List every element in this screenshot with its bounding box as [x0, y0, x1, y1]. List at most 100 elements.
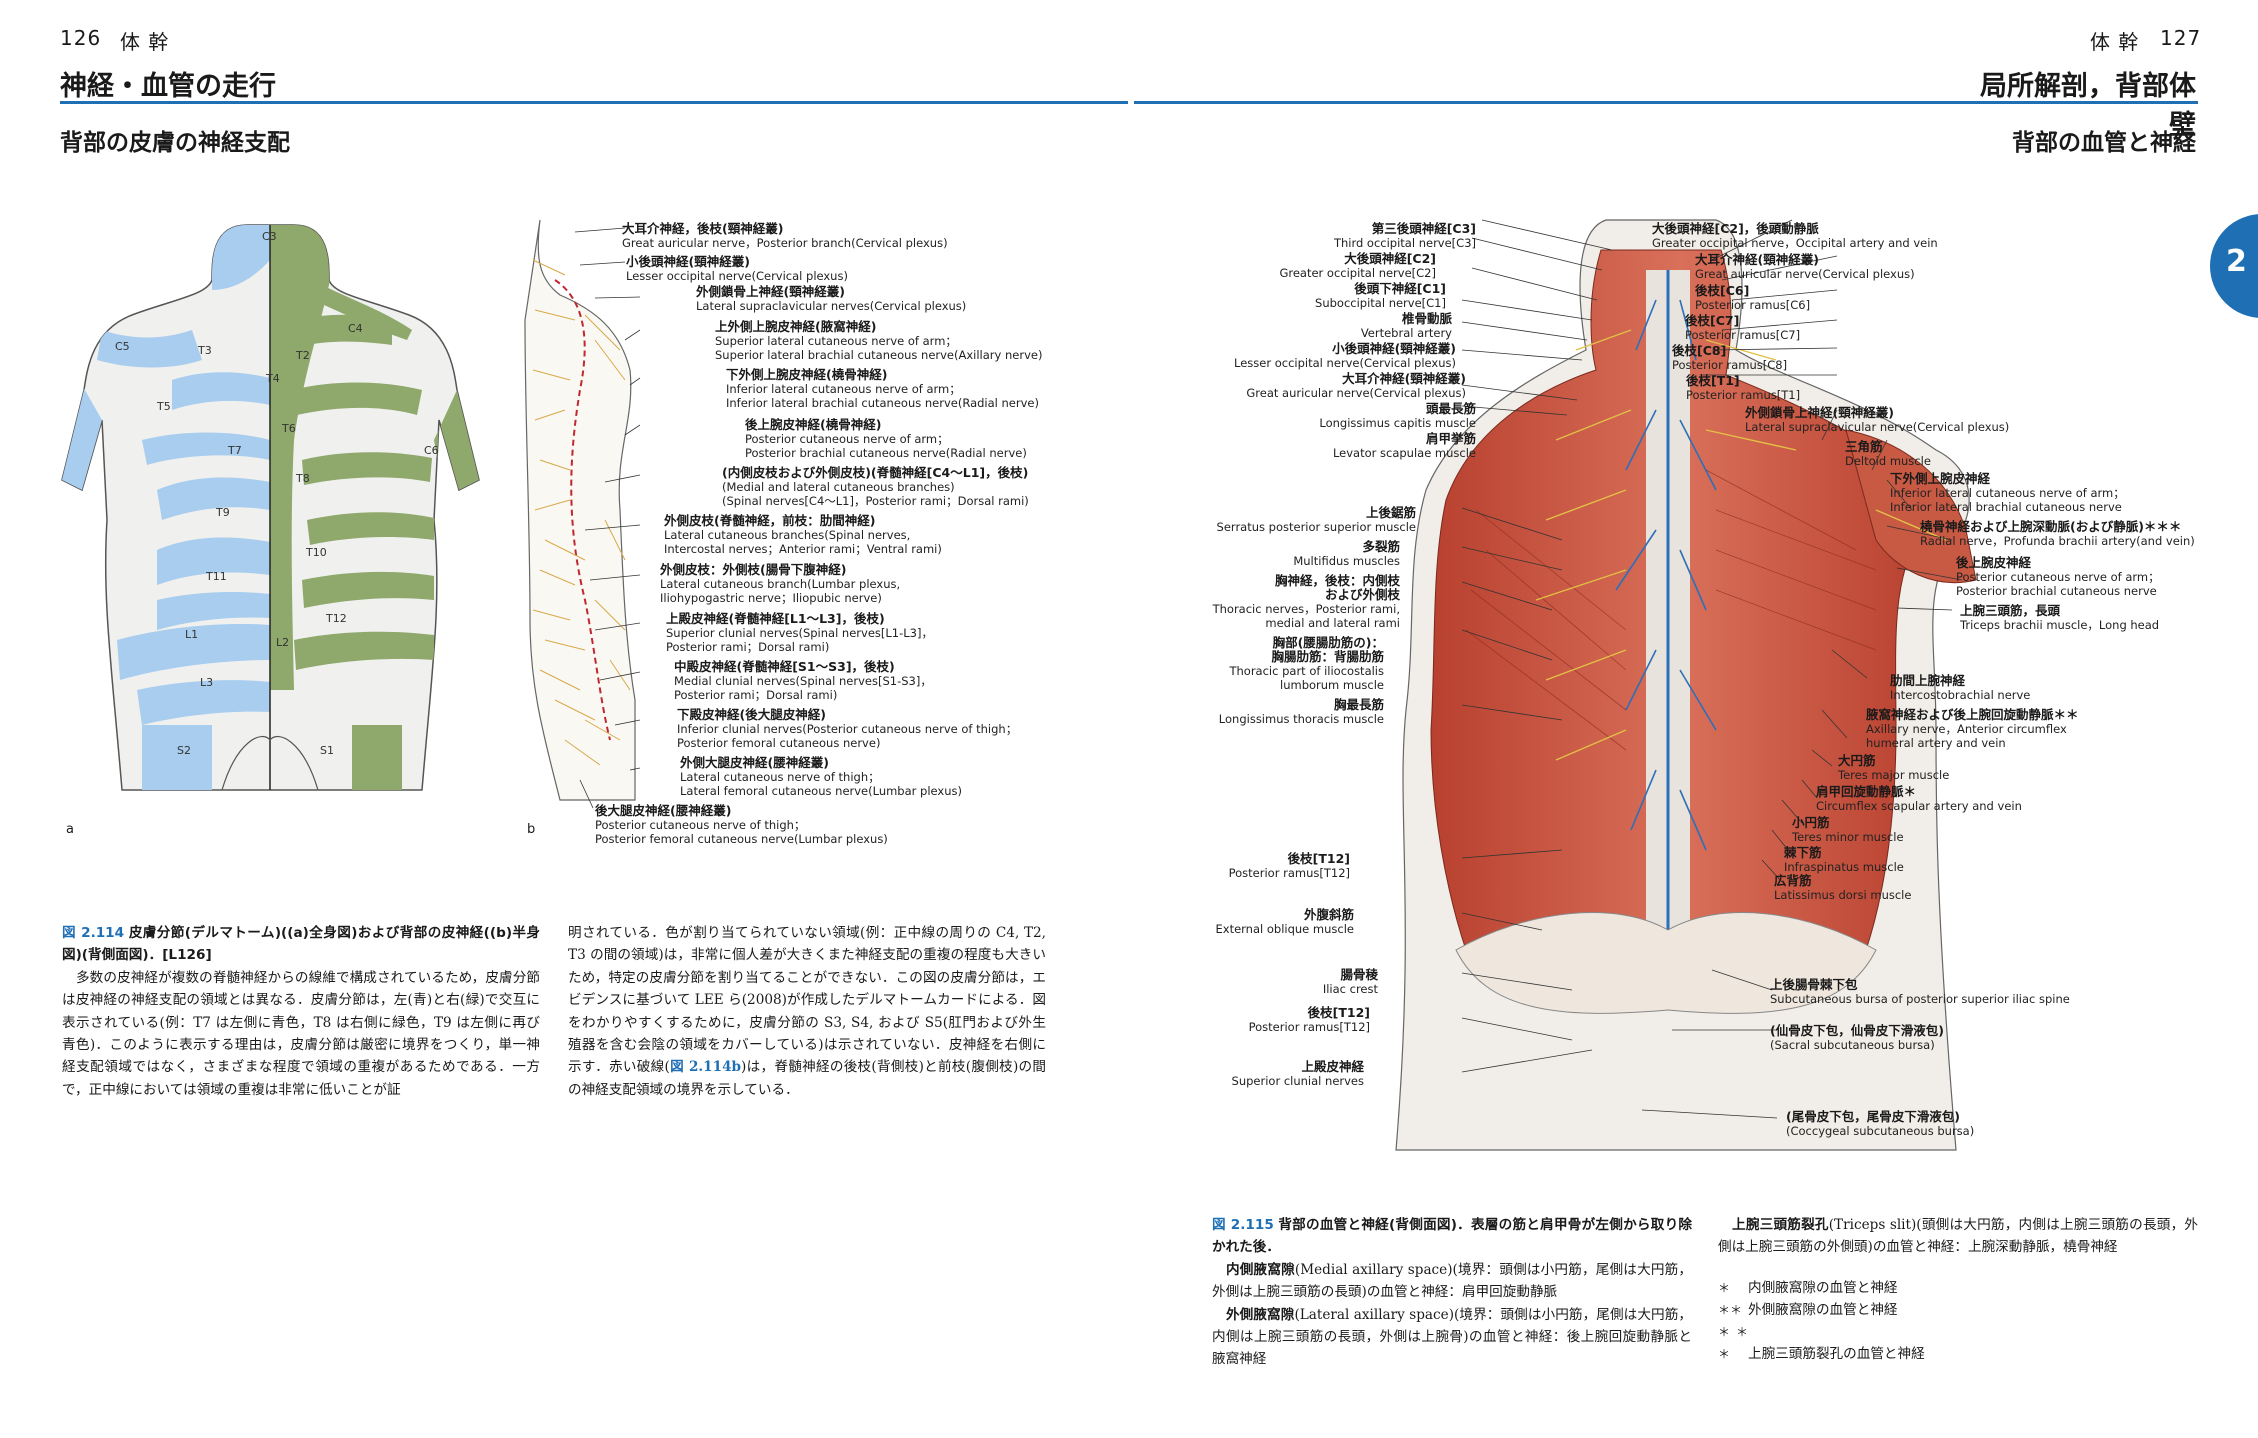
right-running-title: 体 幹	[2090, 30, 2140, 54]
dermatome-label: T12	[326, 612, 347, 625]
nerve-label: 後上腕皮神経(橈骨神経)Posterior cutaneous nerve of…	[745, 417, 1027, 461]
anatomy-label: (尾骨皮下包，尾骨皮下滑液包)(Coccygeal subcutaneous b…	[1786, 1109, 1975, 1139]
anatomy-label: 後枝[T1]Posterior ramus[T1]	[1686, 373, 1801, 403]
anatomy-label: 後枝[T12]Posterior ramus[T12]	[1228, 851, 1350, 881]
dermatome-label: T3	[198, 344, 212, 357]
dermatome-label: C6	[424, 444, 439, 457]
dermatome-label: T7	[228, 444, 242, 457]
nerve-label: 下外側上腕皮神経(橈骨神経)Inferior lateral cutaneous…	[726, 367, 1039, 411]
right-page-number: 127	[2160, 26, 2202, 50]
anatomy-label: 第三後頭神経[C3]Third occipital nerve[C3]	[1333, 221, 1476, 251]
dermatome-figure	[61, 224, 480, 791]
dermatome-label: C3	[262, 230, 277, 243]
cutaneous-nerve-leaders	[574, 227, 641, 809]
back-anatomy-leaders	[1461, 219, 1963, 1119]
anatomy-label: 後頭下神経[C1]Suboccipital nerve[C1]	[1315, 281, 1446, 311]
caption-2-115-col1: 図 2.115 背部の血管と神経(背側面図)．表層の筋と肩甲骨が左側から取り除か…	[1212, 1217, 1693, 1368]
caption-2-115-col2: 上腕三頭筋裂孔(Triceps slit)(頭側は大円筋，内側は上腕三頭筋の長頭…	[1718, 1214, 2198, 1365]
dermatome-label: T8	[296, 472, 310, 485]
dermatome-label: T5	[157, 400, 171, 413]
anatomy-label: 肩甲回旋動静脈＊Circumflex scapular artery and v…	[1816, 784, 2022, 814]
left-title-rule	[60, 101, 1128, 104]
nerve-label: 上殿皮神経(脊髄神経[L1～L3]，後枝)Superior clunial ne…	[666, 611, 933, 655]
back-anatomy-figure	[1395, 219, 1977, 1151]
dermatome-label: L1	[185, 628, 199, 641]
left-running-title: 体 幹	[120, 30, 170, 54]
nerve-label: 後大腿皮神経(腰神経叢)Posterior cutaneous nerve of…	[595, 803, 888, 847]
dermatome-label: C4	[348, 322, 363, 335]
footnote: ＊内側腋窩隙の血管と神経	[1718, 1279, 1898, 1296]
nerve-label: 下殿皮神経(後大腿皮神経)Inferior clunial nerves(Pos…	[677, 707, 1018, 751]
anatomy-label: 後枝[C8]Posterior ramus[C8]	[1672, 343, 1788, 373]
nerve-label: 大耳介神経，後枝(頸神経叢)Great auricular nerve，Post…	[622, 221, 948, 251]
right-page-title: 局所解剖，背部体壁	[1980, 71, 2196, 141]
anatomy-label: 後枝[T12]Posterior ramus[T12]	[1248, 1005, 1370, 1035]
panel-label-b: b	[527, 822, 536, 837]
anatomy-label: (仙骨皮下包，仙骨皮下滑液包)(Sacral subcutaneous burs…	[1770, 1023, 1944, 1053]
right-page-subtitle: 背部の血管と神経	[2012, 130, 2196, 156]
dermatome-label: T6	[282, 422, 296, 435]
anatomy-label: 後枝[C7]Posterior ramus[C7]	[1685, 313, 1801, 343]
nerve-label: 外側皮枝：外側枝(腸骨下腹神経)Lateral cutaneous branch…	[660, 562, 901, 606]
nerve-label: 小後頭神経(頸神経叢)Lesser occipital nerve(Cervic…	[626, 254, 848, 284]
nerve-label: 上外側上腕皮神経(腋窩神経)Superior lateral cutaneous…	[715, 319, 1043, 363]
nerve-label: (内側皮枝および外側皮枝)(脊髄神経[C4～L1]，後枝)(Medial and…	[722, 465, 1029, 509]
dermatome-label: T10	[306, 546, 327, 559]
caption-2-114-col2: 明されている．色が割り当てられていない領域(例：正中線の周りの C4, T2, …	[568, 925, 1046, 1098]
figure-link[interactable]: 図 2.114b	[669, 1059, 742, 1076]
nerve-label: 外側大腿皮神経(腰神経叢)Lateral cutaneous nerve of …	[680, 755, 962, 799]
nerve-label: 外側皮枝(脊髄神経，前枝：肋間神経)Lateral cutaneous bran…	[664, 513, 942, 557]
caption-2-114-col1: 図 2.114 皮膚分節(デルマトーム)((a)全身図)および背部の皮神経((b…	[62, 925, 540, 1098]
dermatome-label: T9	[216, 506, 230, 519]
anatomy-label: 橈骨神経および上腕深動脈(および静脈)＊＊＊Radial nerve，Profu…	[1920, 519, 2195, 549]
anatomy-label: 小後頭神経(頸神経叢)Lesser occipital nerve(Cervic…	[1234, 341, 1456, 371]
anatomy-label: 後枝[C6]Posterior ramus[C6]	[1695, 283, 1811, 313]
anatomy-label: 大耳介神経(頸神経叢)Great auricular nerve(Cervica…	[1695, 252, 1915, 282]
dermatome-label: L3	[200, 676, 214, 689]
footnote: ＊＊＊上腕三頭筋裂孔の血管と神経	[1718, 1324, 1925, 1362]
chapter-tab[interactable]: 2	[2210, 214, 2258, 318]
dermatome-label: T2	[296, 349, 310, 362]
left-page-number: 126	[60, 26, 102, 50]
nerve-label: 外側鎖骨上神経(頸神経叢)Lateral supraclavicular ner…	[696, 284, 967, 314]
panel-label-a: a	[66, 822, 74, 837]
dermatome-label: C5	[115, 340, 130, 353]
dermatome-label: S1	[320, 744, 334, 757]
anatomy-label: 腋窩神経および後上腕回旋動静脈＊＊Axillary nerve，Anterior…	[1866, 707, 2079, 751]
right-title-rule	[1134, 101, 2198, 104]
left-page-subtitle: 背部の皮膚の神経支配	[60, 130, 290, 156]
anatomy-label: 大耳介神経(頸神経叢)Great auricular nerve(Cervica…	[1246, 371, 1466, 401]
left-page-title: 神経・血管の走行	[60, 71, 276, 102]
cutaneous-nerve-figure	[524, 219, 636, 801]
dermatome-label: T4	[266, 372, 280, 385]
dermatome-label: L2	[276, 636, 290, 649]
anatomy-label: 大後頭神経[C2]Greater occipital nerve[C2]	[1279, 251, 1436, 281]
dermatome-label: S2	[177, 744, 191, 757]
footnote: ＊＊外側腋窩隙の血管と神経	[1718, 1301, 1898, 1318]
dermatome-label: T11	[206, 570, 227, 583]
nerve-label: 中殿皮神経(脊髄神経[S1～S3]，後枝)Medial clunial nerv…	[674, 659, 932, 703]
anatomy-label: 外側鎖骨上神経(頸神経叢)Lateral supraclavicular ner…	[1745, 405, 2010, 435]
